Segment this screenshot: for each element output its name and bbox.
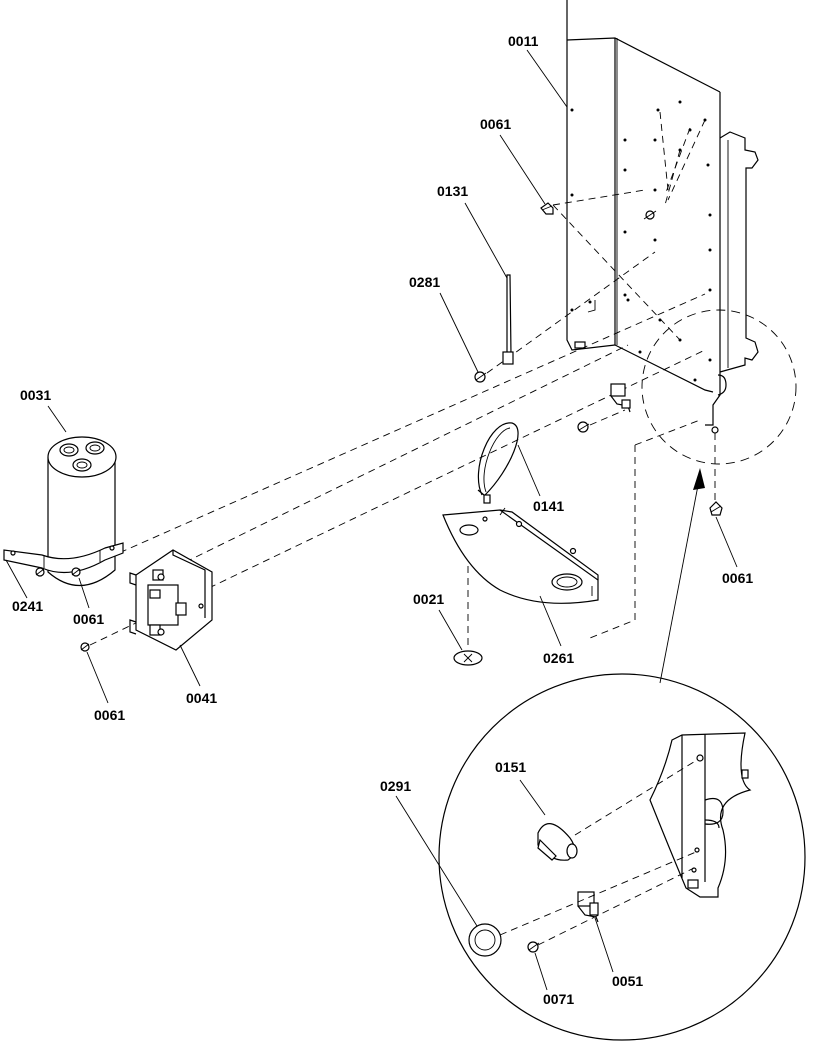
capacitor-strap-0241: [3, 542, 124, 574]
screw-0061-top-icon: [540, 202, 554, 215]
callout-0011: 0011: [508, 33, 539, 49]
callout-0061-top: 0061: [480, 116, 511, 132]
panel-holes: [570, 100, 712, 382]
callout-0131: 0131: [437, 183, 468, 199]
callout-0141: 0141: [533, 498, 564, 514]
mounting-bracket-0261: [442, 507, 599, 604]
callout-0291: 0291: [380, 778, 411, 794]
tie-strap-0131: [502, 274, 514, 365]
screw-0281-icon: [474, 371, 487, 383]
callout-labels: 0011 0061 0131 0281 0031 0141 0061 0241 …: [12, 33, 753, 1007]
screw-0061-right-icon: [709, 426, 723, 516]
callout-0051: 0051: [612, 973, 643, 989]
screw-0061-bottom-icon: [80, 642, 90, 652]
screw-0061-cap-icon: [35, 567, 81, 577]
screw-0071-main-icon: [577, 421, 590, 433]
knob-0151: [537, 823, 578, 861]
callout-0061-right: 0061: [722, 570, 753, 586]
screw-0071-icon: [527, 941, 540, 953]
callout-0151: 0151: [495, 759, 526, 775]
detail-view: [395, 673, 806, 1041]
detail-circle: [641, 309, 797, 465]
contactor-0041: [129, 549, 213, 651]
callout-0281: 0281: [409, 274, 440, 290]
rubber-button-0021: [453, 650, 483, 666]
callout-0071: 0071: [543, 991, 574, 1007]
screw-icon: [643, 210, 657, 220]
control-box-panel: [566, 0, 759, 426]
callout-0041: 0041: [186, 690, 217, 706]
callout-0061-bottom: 0061: [94, 707, 125, 723]
grommet-0291: [468, 923, 502, 957]
leader-lines: [5, 49, 738, 704]
callout-0241: 0241: [12, 598, 43, 614]
callout-0061-cap: 0061: [73, 611, 104, 627]
callout-0261: 0261: [543, 650, 574, 666]
wire-clip-icon: [610, 383, 631, 413]
cable-tie-0141: [477, 422, 519, 504]
clip-0051: [577, 891, 599, 923]
callout-0021: 0021: [413, 591, 444, 607]
callout-0031: 0031: [20, 387, 51, 403]
